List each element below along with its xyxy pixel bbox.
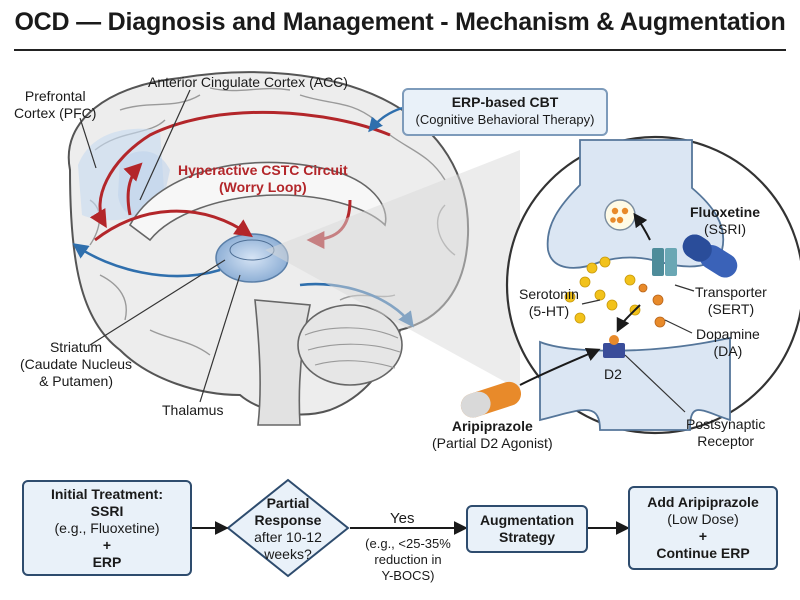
add-aripiprazole-box: Add Aripiprazole (Low Dose) + Continue E… [628, 486, 778, 570]
yes-note: (e.g., <25-35% reduction in Y-BOCS) [356, 536, 460, 584]
augmentation-line2: Strategy [498, 529, 556, 545]
yes-note-line1: (e.g., <25-35% [365, 536, 451, 551]
fluoxetine-capsule [682, 234, 738, 278]
serotonin-abbr: (5-HT) [528, 303, 570, 319]
transporter-name: Transporter [695, 284, 767, 300]
fluoxetine-class: (SSRI) [704, 221, 746, 237]
initial-treatment-box: Initial Treatment: SSRI (e.g., Fluoxetin… [22, 480, 192, 576]
aripiprazole-class: (Partial D2 Agonist) [432, 435, 553, 451]
augmentation-strategy-box: Augmentation Strategy [466, 505, 588, 553]
aripiprazole-capsule [460, 381, 522, 418]
dopamine-abbr: (DA) [713, 343, 743, 359]
serotonin-label: Serotonin (5-HT) [519, 286, 579, 320]
synapse-zoom [505, 135, 800, 435]
receptor-text: Receptor [697, 433, 755, 449]
add-aripiprazole-plus: + [698, 528, 708, 544]
serotonin-name: Serotonin [519, 286, 579, 302]
thalamus-label: Thalamus [162, 402, 224, 418]
postsynaptic-text: Postsynaptic [686, 416, 766, 432]
yes-label: Yes [390, 510, 415, 527]
leader-lines [79, 89, 695, 413]
decision-text: Partial Response after 10-12 weeks? [238, 495, 338, 563]
add-aripiprazole-title: Add Aripiprazole [647, 494, 759, 510]
decision-line4: weeks? [264, 546, 312, 562]
yes-note-line2: reduction in [374, 552, 442, 567]
acc-label: Anterior Cingulate Cortex (ACC) [148, 74, 348, 90]
decision-diamond [226, 478, 350, 578]
striatum-label-line3: & Putamen) [39, 373, 113, 389]
aripiprazole-label: Aripiprazole (Partial D2 Agonist) [432, 418, 553, 452]
circuit-label-line2: (Worry Loop) [218, 179, 307, 195]
initial-treatment-plus: + [102, 536, 112, 553]
postsynaptic-receptor-label: Postsynaptic Receptor [686, 416, 765, 450]
continue-erp-text: Continue ERP [656, 545, 750, 561]
zoom-wedge [265, 150, 520, 390]
dopamine-name: Dopamine [696, 326, 760, 342]
fluoxetine-label: Fluoxetine (SSRI) [690, 204, 760, 238]
flowchart [192, 478, 630, 578]
yes-note-line3: Y-BOCS) [381, 568, 435, 583]
brain-illustration [67, 71, 470, 426]
initial-treatment-ssri: SSRI [90, 502, 124, 519]
pfc-label: Prefrontal Cortex (PFC) [14, 88, 96, 122]
transporter-label: Transporter (SERT) [695, 284, 767, 318]
initial-treatment-erp: ERP [92, 553, 122, 570]
erp-cbt-title: ERP-based CBT [451, 94, 559, 110]
decision-line3: after 10-12 [254, 529, 322, 545]
decision-line1: Partial [266, 495, 310, 511]
initial-treatment-example: (e.g., Fluoxetine) [54, 519, 160, 536]
initial-treatment-title: Initial Treatment: [50, 485, 164, 502]
d2-label: D2 [604, 366, 622, 382]
title-divider [14, 49, 786, 51]
striatum-label-line2: (Caudate Nucleus [20, 356, 133, 372]
pfc-label-text: Prefrontal Cortex (PFC) [14, 88, 97, 121]
transporter-abbr: (SERT) [707, 301, 755, 317]
erp-cbt-subtitle: (Cognitive Behavioral Therapy) [415, 112, 595, 127]
circuit-label-line1: Hyperactive CSTC Circuit [178, 162, 348, 178]
striatum-label: Striatum (Caudate Nucleus & Putamen) [20, 339, 132, 390]
striatum-label-line1: Striatum [49, 339, 103, 355]
erp-cbt-box: ERP-based CBT (Cognitive Behavioral Ther… [402, 88, 608, 136]
circuit-label: Hyperactive CSTC Circuit (Worry Loop) [178, 162, 348, 196]
page-title: OCD — Diagnosis and Management - Mechani… [14, 8, 786, 36]
aripiprazole-name: Aripiprazole [451, 418, 533, 434]
dopamine-label: Dopamine (DA) [696, 326, 760, 360]
augmentation-line1: Augmentation [479, 512, 575, 528]
decision-line2: Response [254, 512, 322, 528]
add-aripiprazole-dose: (Low Dose) [667, 511, 739, 527]
fluoxetine-name: Fluoxetine [690, 204, 761, 220]
